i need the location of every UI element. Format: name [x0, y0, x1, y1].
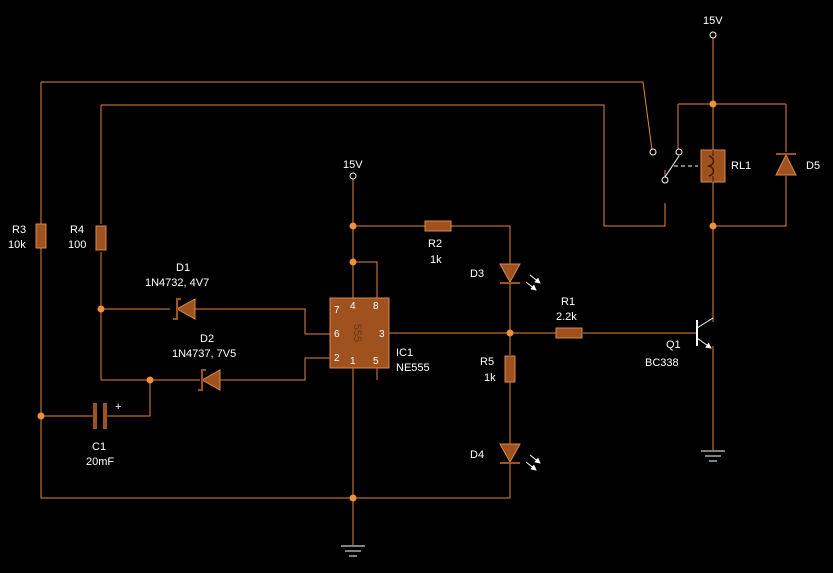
svg-text:6: 6 — [334, 329, 340, 340]
svg-text:2.2k: 2.2k — [556, 311, 577, 323]
svg-text:8: 8 — [373, 301, 379, 312]
resistor-r1: R1 2.2k — [555, 296, 583, 339]
svg-text:NE555: NE555 — [396, 362, 430, 374]
resistor-r2: R2 1k — [424, 220, 452, 266]
svg-text:D4: D4 — [470, 449, 484, 461]
svg-text:1: 1 — [350, 356, 356, 367]
zener-diode-d1: D1 1N4732, 4V7 — [145, 262, 209, 320]
wires — [40, 38, 787, 545]
svg-text:Q1: Q1 — [666, 339, 681, 351]
ground-symbol-bottom — [341, 545, 365, 557]
svg-text:+: + — [115, 401, 121, 413]
timer-ic1: 555 4 8 7 6 2 3 5 1 IC1 NE555 — [329, 297, 430, 374]
supply-15v-top: 15V — [703, 15, 723, 39]
svg-text:D5: D5 — [806, 160, 820, 172]
svg-text:R1: R1 — [561, 296, 575, 308]
led-d3: D3 — [470, 263, 541, 291]
svg-text:100: 100 — [68, 239, 86, 251]
svg-text:R5: R5 — [480, 356, 494, 368]
svg-text:1N4732, 4V7: 1N4732, 4V7 — [145, 277, 209, 289]
svg-text:R2: R2 — [428, 238, 442, 250]
svg-text:1k: 1k — [430, 254, 442, 266]
svg-text:D1: D1 — [176, 262, 190, 274]
supply-label-ic: 15V — [343, 159, 363, 171]
svg-text:20mF: 20mF — [86, 456, 114, 468]
svg-text:7: 7 — [334, 305, 340, 316]
svg-text:1N4737, 7V5: 1N4737, 7V5 — [172, 348, 236, 360]
zener-diode-d2: D2 1N4737, 7V5 — [172, 333, 236, 391]
junctions — [37, 100, 717, 502]
svg-text:BC338: BC338 — [645, 357, 679, 369]
resistor-r4: R4 100 — [68, 224, 107, 251]
svg-text:4: 4 — [350, 301, 356, 312]
resistor-r3: R3 10k — [8, 223, 47, 251]
supply-15v-ic: 15V — [343, 159, 363, 180]
diode-d5: D5 — [775, 153, 820, 176]
relay-rl1: RL1 — [649, 148, 751, 184]
svg-text:10k: 10k — [8, 239, 26, 251]
svg-text:RL1: RL1 — [731, 160, 751, 172]
svg-text:R3: R3 — [12, 224, 26, 236]
led-d4: D4 — [470, 443, 541, 471]
svg-text:IC1: IC1 — [396, 347, 413, 359]
ground-symbol-right — [701, 450, 725, 462]
supply-label-top: 15V — [703, 15, 723, 27]
transistor-q1: Q1 BC338 — [645, 317, 714, 369]
svg-text:R4: R4 — [70, 224, 84, 236]
svg-text:D3: D3 — [470, 268, 484, 280]
svg-text:5: 5 — [373, 356, 379, 367]
svg-text:C1: C1 — [92, 441, 106, 453]
resistor-r5: R5 1k — [480, 355, 516, 384]
svg-text:3: 3 — [379, 329, 385, 340]
svg-text:1k: 1k — [484, 372, 496, 384]
svg-text:2: 2 — [334, 353, 340, 364]
svg-text:555: 555 — [351, 324, 363, 342]
svg-text:D2: D2 — [200, 333, 214, 345]
capacitor-c1: + C1 20mF — [86, 401, 121, 468]
